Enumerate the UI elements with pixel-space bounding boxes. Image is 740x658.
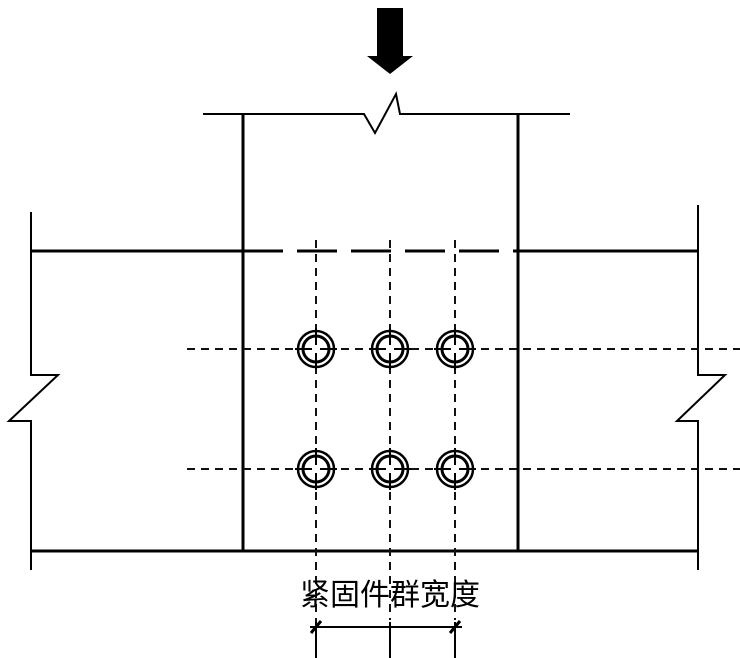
fastener-icon bbox=[369, 448, 411, 490]
fastener-icon bbox=[434, 448, 476, 490]
fastener-icon bbox=[434, 328, 476, 370]
width-dimension bbox=[309, 620, 462, 658]
fastener-centerlines bbox=[187, 240, 740, 650]
right-break-line bbox=[674, 205, 728, 570]
upper-member-top-edge bbox=[203, 91, 570, 136]
fastener-group bbox=[295, 328, 476, 490]
fastener-icon bbox=[295, 448, 337, 490]
load-arrow-icon bbox=[367, 8, 413, 74]
fastener-icon bbox=[369, 328, 411, 370]
fastener-icon bbox=[295, 328, 337, 370]
left-break-line bbox=[6, 212, 61, 570]
fastener-group-width-label: 紧固件群宽度 bbox=[300, 578, 480, 613]
